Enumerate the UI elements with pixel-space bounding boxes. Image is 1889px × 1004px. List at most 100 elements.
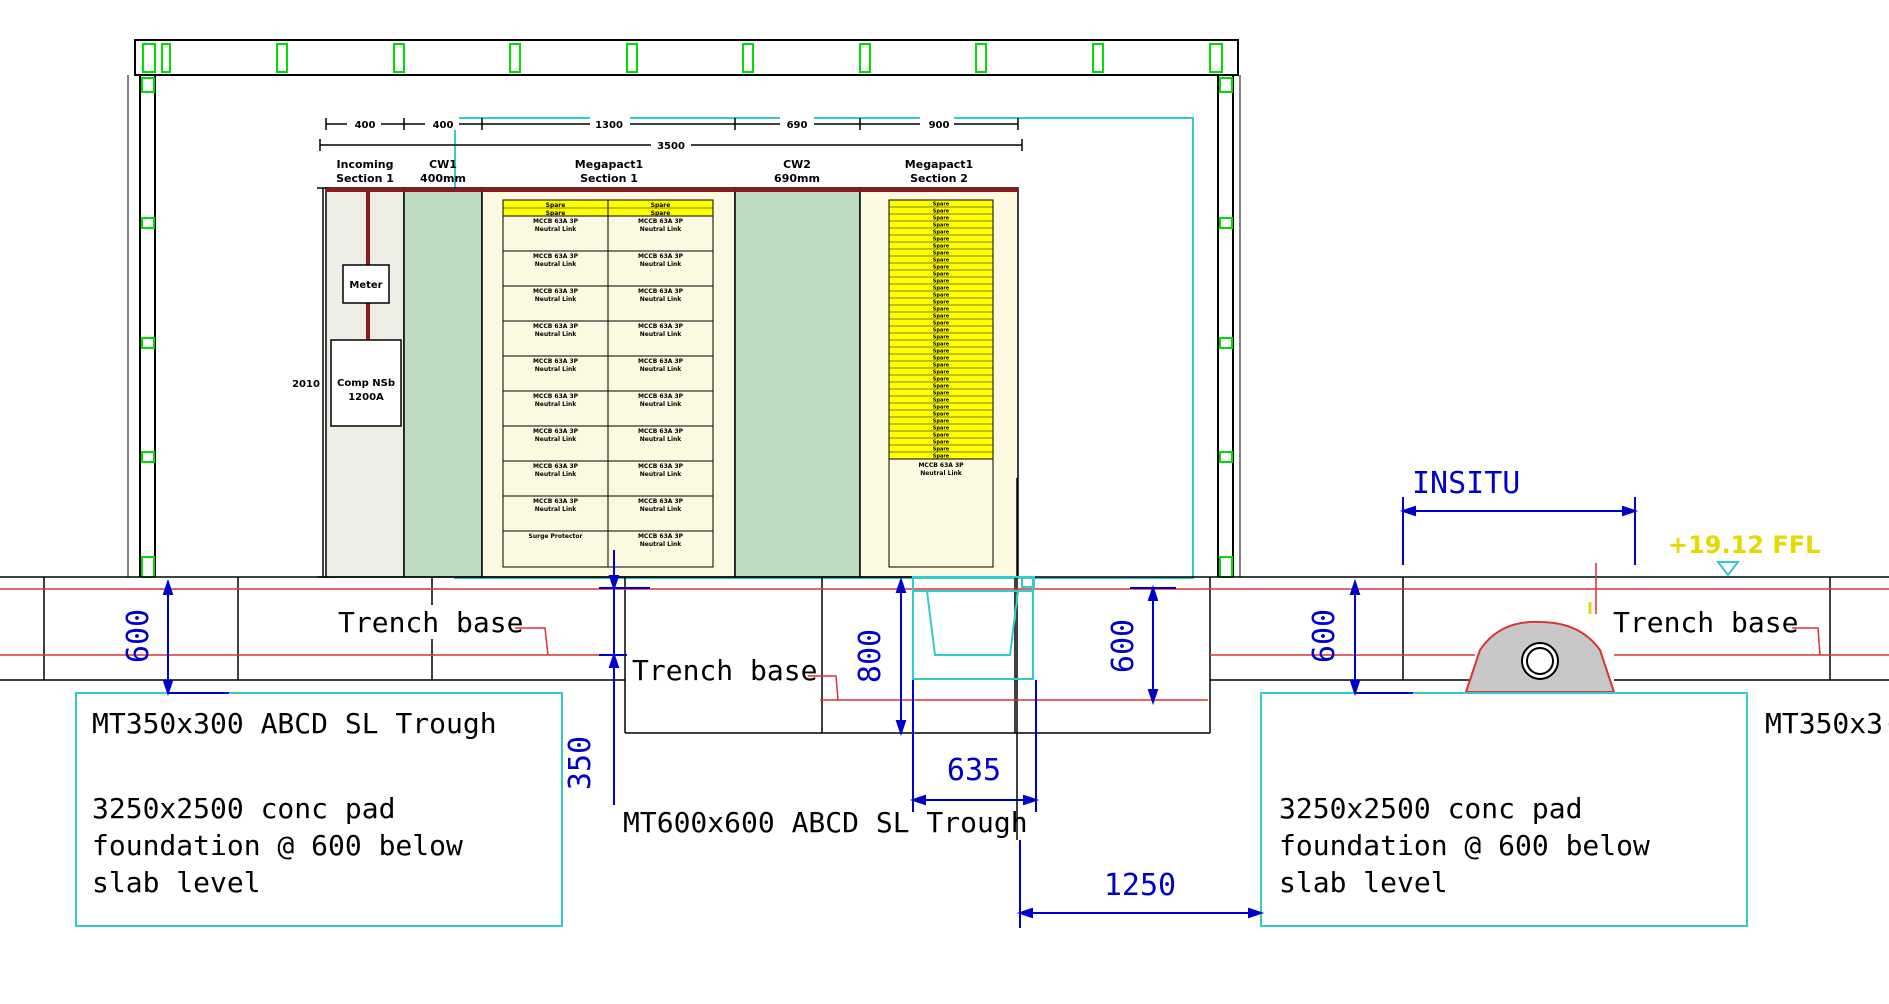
dim-635: 635 [947, 753, 1001, 788]
mccb-left-text: MCCB 63A 3P [533, 288, 579, 295]
mccb-right-text: MCCB 63A 3P [638, 393, 684, 400]
mccb-right-text: MCCB 63A 3P [638, 533, 684, 540]
spare-row-text: Spare [933, 356, 950, 362]
spare-row-text: Spare [933, 265, 950, 271]
spare-row-text: Spare [933, 244, 950, 250]
spare-row-text: Spare [933, 286, 950, 292]
spare-cell-text: Spare [651, 210, 671, 217]
comp-box [330, 339, 402, 427]
heading-mega2-1: Megapact1 [905, 158, 973, 171]
mccb-left-text: Neutral Link [535, 331, 578, 338]
spare-row-text: Spare [933, 440, 950, 446]
mccb-left-text: MCCB 63A 3P [533, 323, 579, 330]
pad-right-line3: slab level [1279, 866, 1448, 899]
heading-mega1-1: Megapact1 [575, 158, 643, 171]
panel-cw1 [403, 187, 483, 578]
pipe [1464, 620, 1616, 693]
spare-row-text: Spare [933, 377, 950, 383]
mccb-left-text: MCCB 63A 3P [533, 393, 579, 400]
spare-row-text: Spare [933, 307, 950, 313]
dim-800: 800 [853, 629, 888, 683]
spare-row-text: Spare [933, 230, 950, 236]
dim-400a: 400 [355, 120, 376, 131]
mccb-right-text: Neutral Link [640, 331, 683, 338]
pad-right-line2: foundation @ 600 below [1279, 829, 1650, 862]
pad-right [1260, 692, 1748, 927]
spare-row-text: Spare [933, 251, 950, 257]
mccb-right-text: Neutral Link [640, 471, 683, 478]
svg-text:+19.12 FFL: +19.12 FFL [1668, 531, 1820, 559]
switchboard: 400 400 1300 690 900 3500 2010 Incoming … [291, 117, 1023, 578]
spare-cell-text: Spare [651, 202, 671, 209]
dim-1250: 1250 [1104, 868, 1176, 903]
meter-box [342, 264, 390, 304]
panel-cw2 [734, 187, 861, 578]
mccb-right-text: Neutral Link [640, 226, 683, 233]
spare-row-text: Spare [933, 300, 950, 306]
mccb-left-text: Neutral Link [535, 401, 578, 408]
spare-row-text: Spare [933, 426, 950, 432]
mccb-right-text: Neutral Link [640, 261, 683, 268]
dim-690: 690 [787, 120, 808, 131]
mccb-left-text: Neutral Link [535, 226, 578, 233]
mccb-right-text: Neutral Link [640, 541, 683, 548]
spare-row-text: Spare [933, 216, 950, 222]
spare-row-text: Spare [933, 258, 950, 264]
trench-base-right: Trench base [1613, 606, 1798, 639]
dim-400b: 400 [433, 120, 454, 131]
mccb-right-text: MCCB 63A 3P [638, 323, 684, 330]
red-levels [0, 563, 1889, 701]
mccb-left-text: MCCB 63A 3P [533, 253, 579, 260]
spare-row-text: Spare [933, 279, 950, 285]
green-markers [141, 43, 1233, 578]
mccb-left-text: Neutral Link [535, 471, 578, 478]
mccb-right-text: MCCB 63A 3P [638, 358, 684, 365]
dim-600-mid: 600 [1106, 619, 1141, 673]
mccb-left-text: MCCB 63A 3P [533, 218, 579, 225]
spare-row-text: Spare [933, 398, 950, 404]
mccb-left-text: MCCB 63A 3P [533, 463, 579, 470]
mega2-grid: SpareSpareSpareSpareSpareSpareSpareSpare… [888, 199, 994, 568]
comp-label-1: Comp NSb [337, 378, 395, 389]
comp-label-2: 1200A [348, 392, 384, 403]
heading-incoming-1: Incoming [337, 158, 394, 171]
spare-row-text: Spare [933, 419, 950, 425]
mccb-right-text: MCCB 63A 3P [638, 428, 684, 435]
spare-row-text: Spare [933, 405, 950, 411]
spare-cell-text: Spare [546, 202, 566, 209]
spare-row-text: Spare [933, 391, 950, 397]
spare-row-text: Spare [933, 223, 950, 229]
mccb-left-text: Surge Protector [529, 533, 583, 540]
mccb-left-text: MCCB 63A 3P [533, 498, 579, 505]
trench-base-mid: Trench base [632, 654, 817, 687]
spare-row-text: Spare [933, 384, 950, 390]
meter-label: Meter [349, 280, 382, 291]
spare-row-text: Spare [933, 433, 950, 439]
pad-left-line2: foundation @ 600 below [92, 829, 463, 862]
heading-cw1-2: 400mm [420, 172, 466, 185]
mccb-right-text: MCCB 63A 3P [638, 463, 684, 470]
central-trough [912, 576, 1035, 680]
dim-350: 350 [563, 736, 598, 790]
spare-row-text: Spare [933, 272, 950, 278]
dim-900: 900 [929, 120, 950, 131]
mccb-right-text: Neutral Link [640, 436, 683, 443]
mccb-right-text: MCCB 63A 3P [638, 498, 684, 505]
spare-row-text: Spare [933, 237, 950, 243]
spare-row-text: Spare [933, 202, 950, 208]
spare-row-text: Spare [933, 349, 950, 355]
spare-row-text: Spare [933, 454, 950, 460]
mccb-right-text: MCCB 63A 3P [638, 253, 684, 260]
mccb-right-text: Neutral Link [640, 401, 683, 408]
dimensions [162, 497, 1639, 928]
heading-cw1-1: CW1 [429, 158, 457, 171]
spare-row-text: Spare [933, 363, 950, 369]
spare-row-text: Spare [933, 321, 950, 327]
spare-row-text: Spare [933, 328, 950, 334]
mccb-left-text: Neutral Link [535, 436, 578, 443]
pad-left-line3: slab level [92, 866, 261, 899]
trough-600-label: MT600x600 ABCD SL Trough [623, 806, 1028, 839]
mccb-right-text: MCCB 63A 3P [638, 218, 684, 225]
building-frame [127, 39, 1241, 577]
mccb-left-text: Neutral Link [535, 506, 578, 513]
